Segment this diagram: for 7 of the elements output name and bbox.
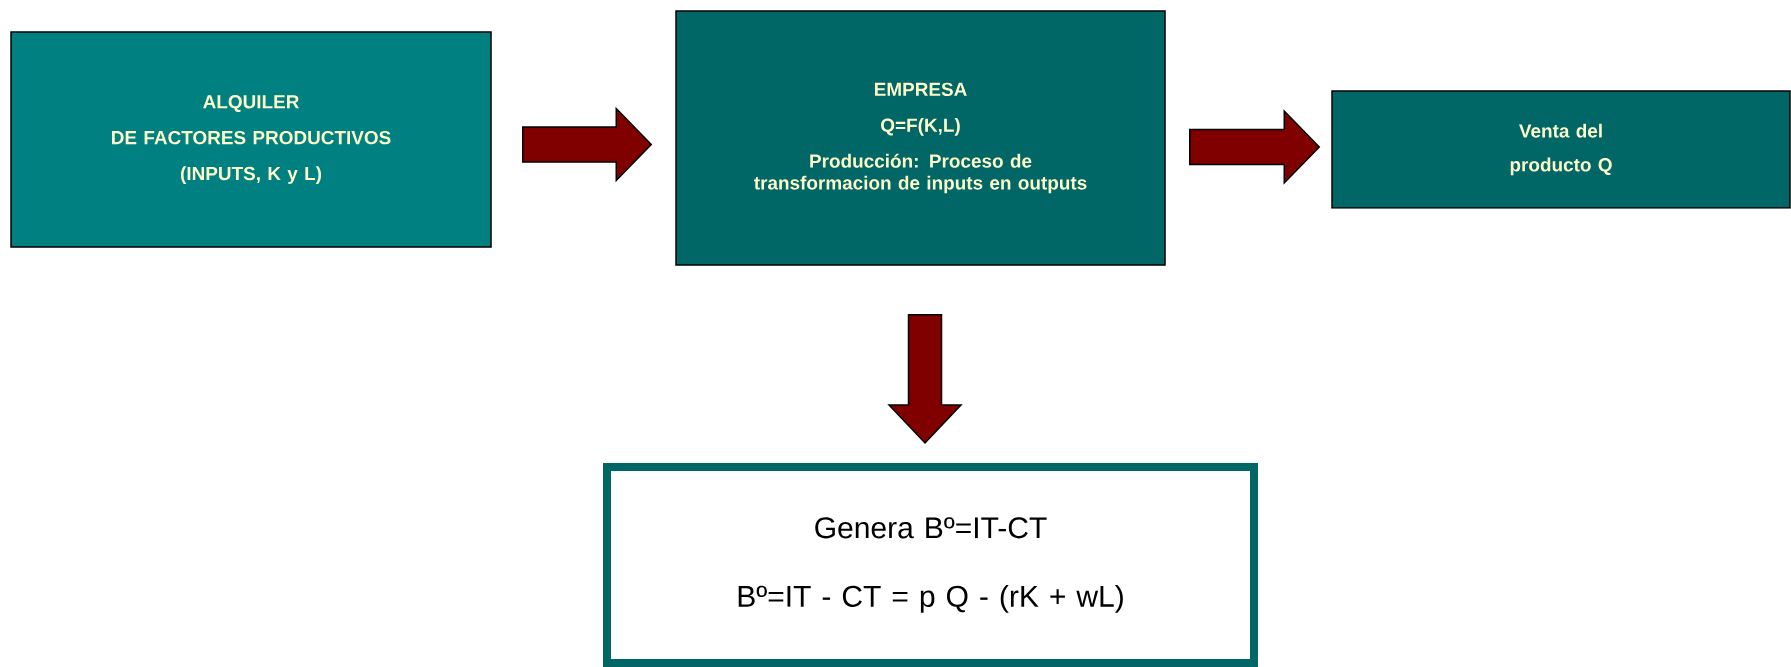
block-arrow [887,314,963,445]
process-box: EMPRESA Q=F(K,L) Producción: Proceso de transformacion de inputs en outputs [675,10,1166,266]
formula-box: Genera Bº=IT-CT Bº=IT - CT = p Q - (rK + wL) [603,463,1258,667]
process-box: ALQUILER DE FACTORES PRODUCTIVOS (INPUTS, K y L) [10,31,492,248]
block-arrow [1189,109,1321,185]
block-arrow [522,106,653,183]
process-box: Venta del producto Q [1331,90,1791,209]
